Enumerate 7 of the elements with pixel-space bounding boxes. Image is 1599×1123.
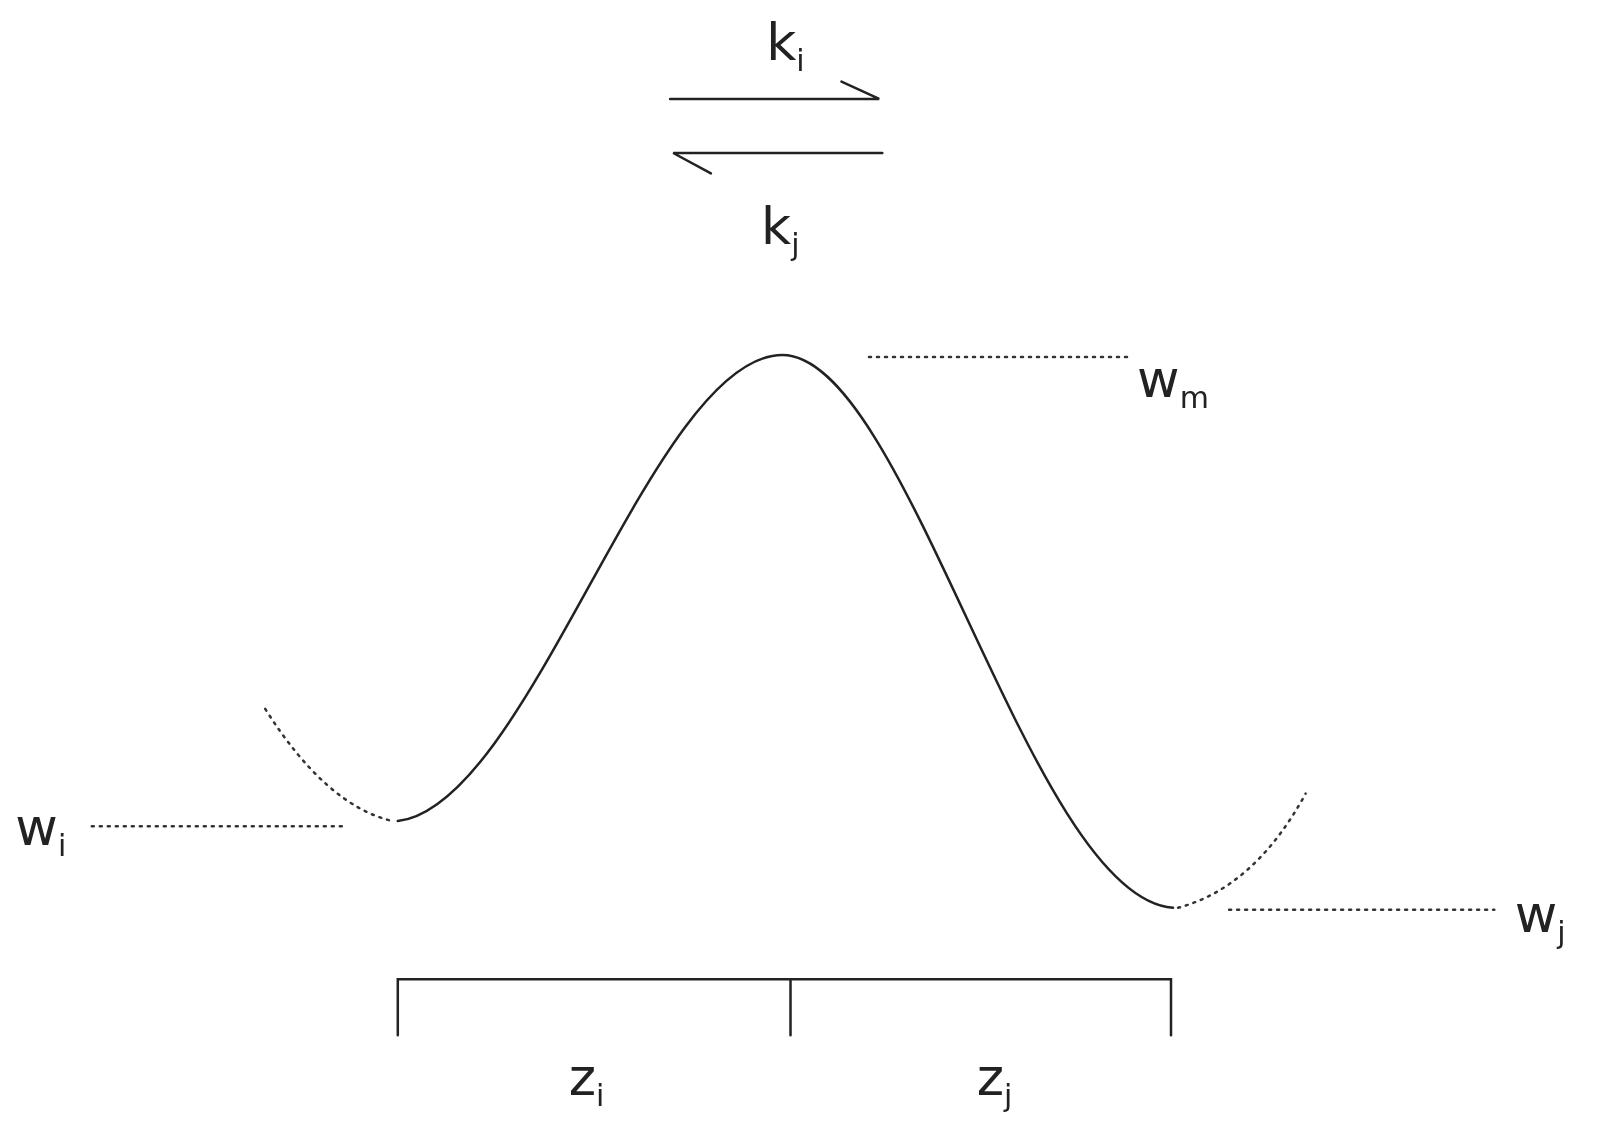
symbol-label: z$_{j}$ — [976, 1051, 1013, 1111]
symbol-label: z$_{i}$ — [568, 1051, 605, 1111]
symbol-label: w$_{i}$ — [15, 801, 67, 862]
symbol-label: k$_{j}$ — [761, 199, 800, 260]
symbol-label: w$_{j}$ — [1514, 888, 1566, 948]
symbol-label: k$_{i}$ — [766, 16, 805, 76]
symbol-label: w$_{m}$ — [1137, 352, 1209, 413]
